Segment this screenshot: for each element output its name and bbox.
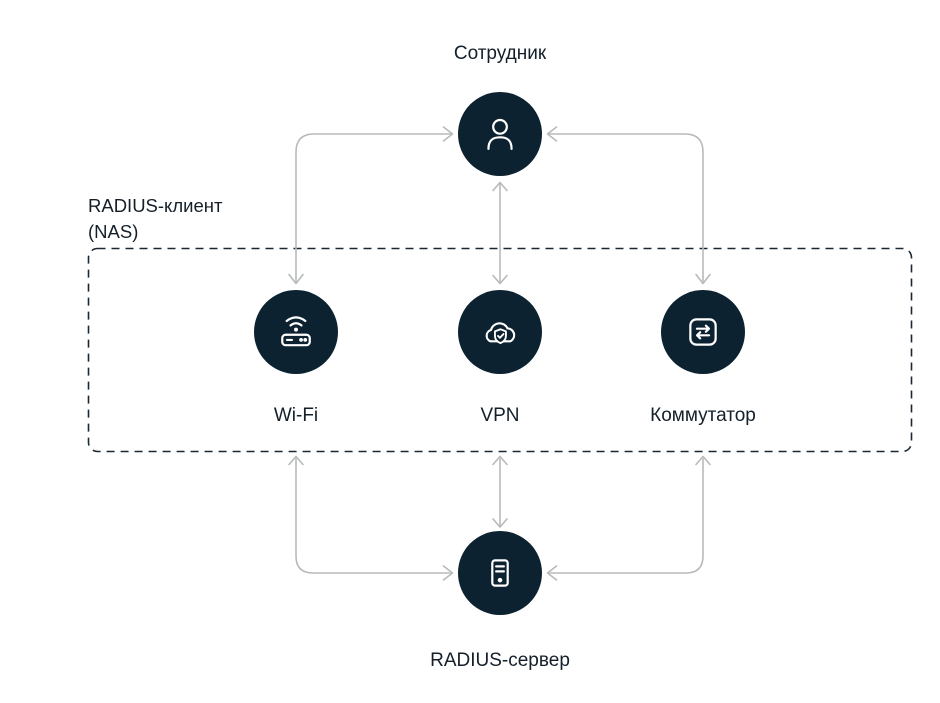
server-node xyxy=(458,531,542,615)
arrowhead-to-employee-bottom-icon xyxy=(492,181,508,192)
arrowhead-to-nas-left-icon xyxy=(288,455,304,466)
vpn-node xyxy=(458,290,542,374)
arrowhead-to-vpn-icon xyxy=(492,274,508,285)
bidirectional-arrows-icon xyxy=(689,318,717,346)
nas-box-label-line2: (NAS) xyxy=(88,221,139,242)
server-tower-icon xyxy=(491,559,509,587)
server-label: RADIUS-сервер xyxy=(430,650,570,671)
nas-box-label: RADIUS-клиент (NAS) xyxy=(88,193,222,245)
arrow-server-wifi xyxy=(288,455,454,581)
arrow-employee-wifi xyxy=(288,126,454,285)
arrowhead-to-nas-center-icon xyxy=(492,455,508,466)
employee-label: Сотрудник xyxy=(453,43,547,64)
wifi-router-icon xyxy=(281,316,311,347)
person-icon xyxy=(487,118,513,150)
arrowhead-to-server-top-icon xyxy=(492,518,508,528)
employee-node xyxy=(458,92,542,176)
wifi-node xyxy=(254,290,338,374)
arrowhead-to-wifi-icon xyxy=(288,273,304,285)
arrowhead-to-server-left-icon xyxy=(442,565,454,581)
switch-node xyxy=(661,290,745,374)
arrowhead-to-switch-icon xyxy=(695,273,711,285)
arrowhead-to-nas-right-icon xyxy=(695,455,711,466)
arrow-server-switch xyxy=(546,455,711,581)
nas-box-label-line1: RADIUS-клиент xyxy=(88,195,223,216)
arrow-server-vpn xyxy=(492,455,508,528)
wifi-label: Wi-Fi xyxy=(273,405,319,426)
arrow-employee-switch xyxy=(546,126,711,285)
arrowhead-to-employee-left-icon xyxy=(442,126,454,142)
vpn-cloud-shield-icon xyxy=(485,322,516,345)
arrow-employee-vpn xyxy=(492,181,508,285)
switch-label: Коммутатор xyxy=(650,405,756,426)
arrowhead-to-server-right-icon xyxy=(546,565,558,581)
arrowhead-to-employee-right-icon xyxy=(546,126,558,142)
vpn-label: VPN xyxy=(480,405,520,426)
